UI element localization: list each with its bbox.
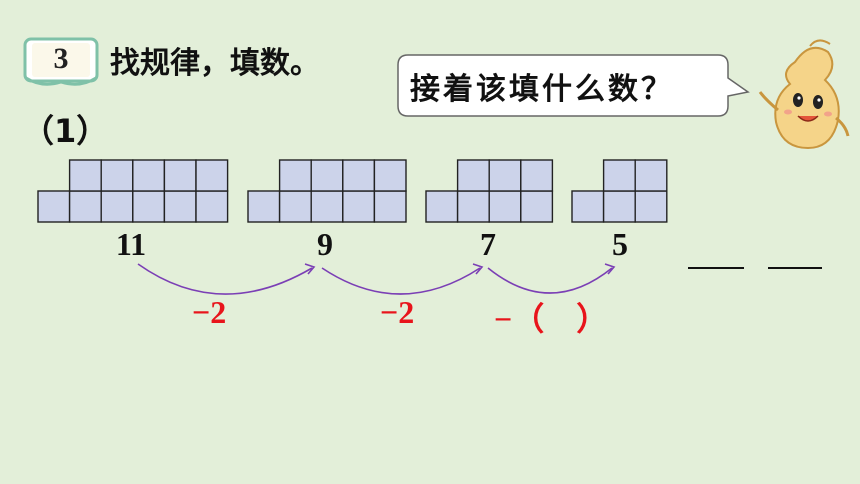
problem-number: 3	[53, 42, 69, 75]
arrow-11-to-9	[137, 263, 313, 295]
difference-label-3[interactable]: −（ ）	[494, 301, 609, 337]
block-square	[342, 190, 376, 223]
sequence-value-3: 7	[480, 226, 496, 262]
book-badge-icon	[23, 37, 99, 86]
part-label: （1）	[22, 112, 109, 150]
problem-title: 找规律，填数。	[110, 46, 320, 81]
arrow-7-to-5	[487, 267, 613, 294]
block-square	[634, 190, 668, 223]
block-square	[488, 190, 522, 223]
block-groups	[37, 159, 668, 223]
block-square	[163, 159, 197, 192]
sequence-value-2: 9	[317, 226, 333, 262]
sequence-value-1: 11	[115, 226, 147, 262]
block-group-3	[425, 159, 554, 223]
problem-number-badge: 3	[22, 36, 100, 88]
block-square	[132, 190, 166, 223]
sequence-value-4: 5	[612, 226, 628, 262]
difference-label-2: −2	[380, 294, 415, 330]
block-square	[195, 159, 229, 192]
arrow-head-9	[304, 263, 316, 275]
block-square	[310, 159, 344, 192]
block-square	[163, 190, 197, 223]
block-square	[100, 190, 134, 223]
block-square	[342, 159, 376, 192]
block-square	[520, 190, 554, 223]
block-square	[68, 159, 102, 192]
arrow-head-5	[604, 263, 616, 275]
block-square	[425, 190, 459, 223]
block-square	[520, 159, 554, 192]
block-square	[373, 190, 407, 223]
block-square	[247, 190, 281, 223]
arrow-head-7	[472, 263, 484, 275]
block-square	[602, 159, 636, 192]
block-group-2	[247, 159, 407, 223]
arrow-group	[137, 263, 616, 295]
block-square	[488, 159, 522, 192]
block-square	[571, 190, 605, 223]
block-square	[278, 159, 312, 192]
arrow-9-to-7	[321, 267, 481, 295]
block-square	[37, 190, 71, 223]
block-group-4	[571, 159, 668, 223]
block-square	[278, 190, 312, 223]
block-square	[634, 159, 668, 192]
block-square	[132, 159, 166, 192]
block-square	[602, 190, 636, 223]
block-square	[195, 190, 229, 223]
block-square	[373, 159, 407, 192]
difference-label-1: −2	[192, 294, 227, 330]
block-square	[100, 159, 134, 192]
speech-text: 接着该填什么数？	[410, 72, 674, 107]
block-square	[456, 190, 490, 223]
block-square	[456, 159, 490, 192]
block-square	[68, 190, 102, 223]
block-square	[310, 190, 344, 223]
block-group-1	[37, 159, 229, 223]
